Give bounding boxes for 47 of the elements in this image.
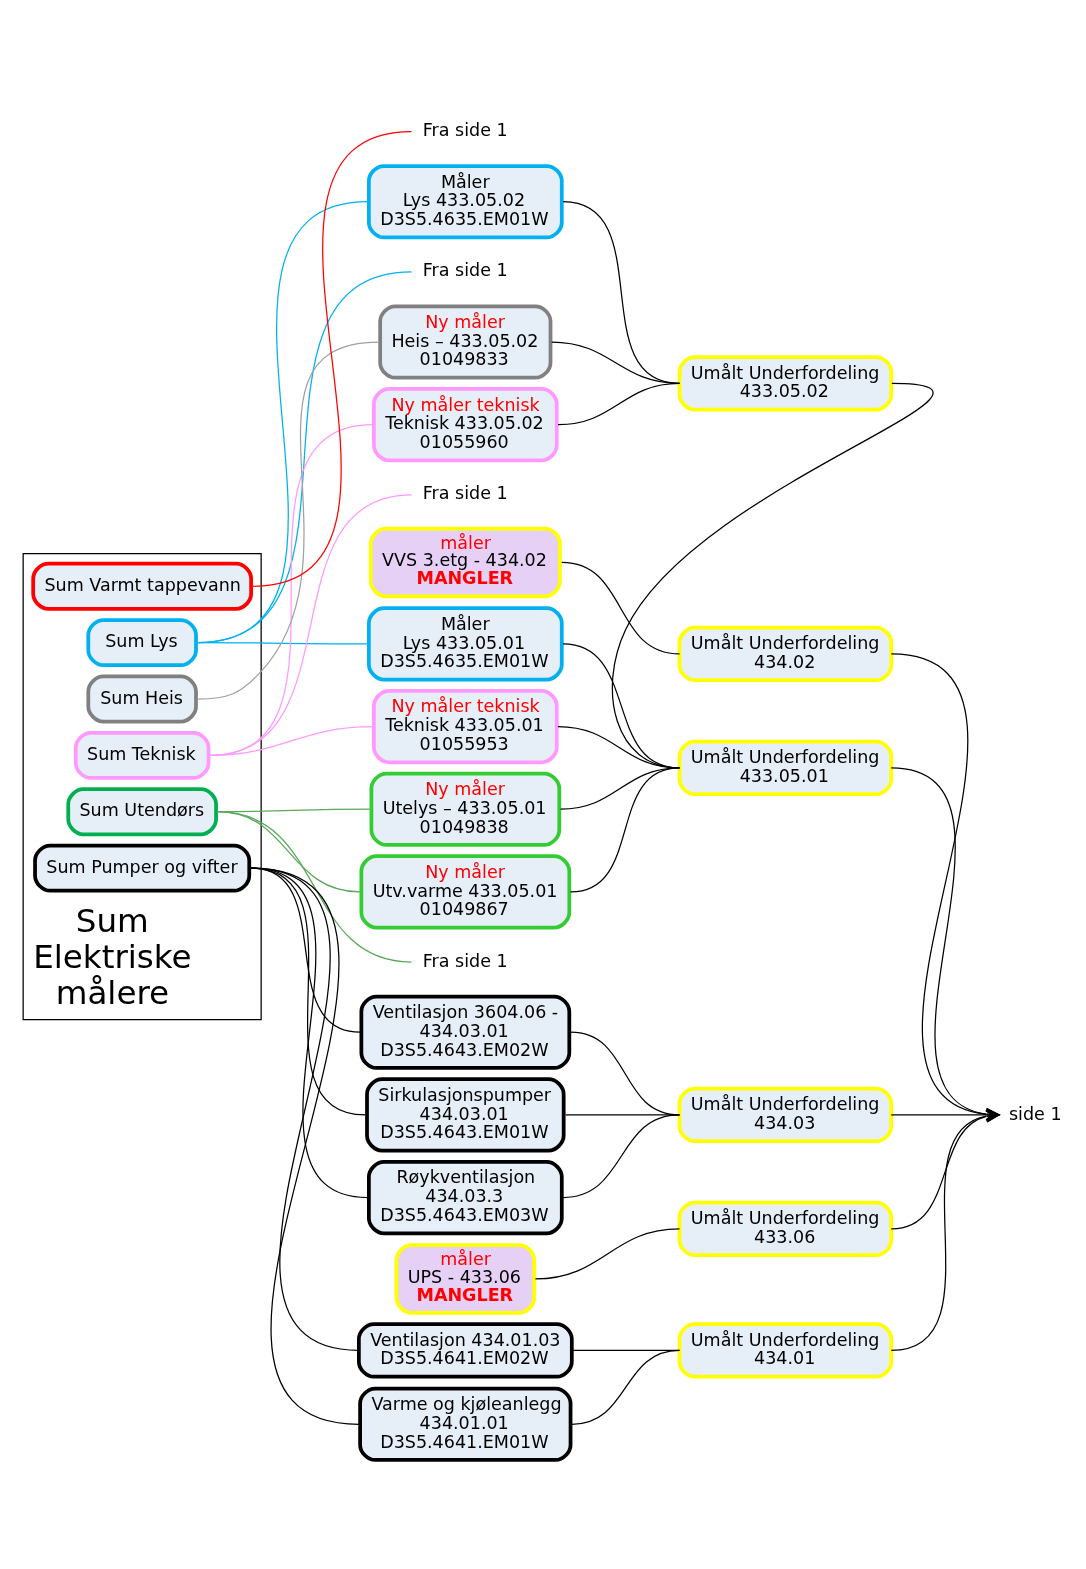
node-box: Ny måler teknisk Teknisk 433.05.01 01055953 — [372, 689, 559, 765]
node-text: Fra side 1 — [422, 950, 508, 971]
connector — [559, 767, 681, 810]
node-box: Måler Lys 433.05.01 D3S5.4635.EM01W — [367, 606, 564, 682]
node-box: Umålt Underfordeling 433.05.01 — [677, 739, 894, 797]
connector — [216, 811, 413, 963]
node-box: Ventilasjon 434.01.03 D3S5.4641.EM02W — [357, 1322, 574, 1379]
node-text: side 1 — [1008, 1103, 1062, 1124]
connector — [251, 130, 413, 587]
connector — [571, 1349, 681, 1425]
node-box: Ny måler Heis – 433.05.02 01049833 — [378, 304, 553, 380]
node-text: Fra side 1 — [422, 483, 508, 504]
node-box: Sum Teknisk — [73, 730, 211, 780]
node-text: Fra side 1 — [422, 260, 508, 281]
node-box: Røykventilasjon 434.03.3 D3S5.4643.EM03W — [367, 1159, 564, 1236]
connector — [196, 201, 369, 644]
connector — [196, 341, 380, 700]
connector — [216, 811, 361, 893]
connector — [611, 382, 934, 769]
node-box: Ventilasjon 3604.06 - 434.03.01 D3S5.4643.EM02W — [359, 994, 572, 1070]
node-box: måler VVS 3.etg - 434.02 MANGLER — [368, 526, 562, 599]
node-box: Ny måler Utelys – 433.05.01 01049838 — [369, 771, 562, 847]
node-box: Sum Varmt tappevann — [31, 561, 253, 611]
connector — [562, 1114, 681, 1199]
node-box: Umålt Underfordeling 434.02 — [677, 625, 894, 683]
node-box: Sum Utendørs — [66, 787, 218, 837]
node-box: Sum Pumper og vifter — [33, 843, 252, 893]
node-box: Ny måler teknisk Teknisk 433.05.02 01055960 — [372, 387, 559, 463]
node-box: Sum Lys — [86, 618, 198, 668]
connector — [250, 867, 369, 1199]
connector — [551, 341, 681, 384]
node-box: Varme og kjøleanlegg 434.01.01 D3S5.4641.EM01W — [358, 1386, 573, 1462]
node-text: Fra side 1 — [422, 120, 508, 141]
node-box: Sirkulasjonspumper 434.03.01 D3S5.4643.EM01W — [365, 1077, 566, 1153]
node-box: Måler Lys 433.05.02 D3S5.4635.EM01W — [367, 164, 564, 240]
node-box: Umålt Underfordeling 433.06 — [677, 1200, 894, 1258]
connector — [216, 808, 371, 813]
connector — [561, 561, 681, 655]
node-box: måler UPS - 433.06 MANGLER — [394, 1243, 537, 1315]
node-box: Sum Heis — [86, 674, 198, 724]
node-box: Umålt Underfordeling 433.05.02 — [677, 355, 894, 412]
connector — [534, 1228, 681, 1280]
node-box: Umålt Underfordeling 434.01 — [677, 1322, 894, 1379]
node-box: Ny måler Utv.varme 433.05.01 01049867 — [359, 854, 572, 930]
node-box: Umålt Underfordeling 434.03 — [677, 1086, 894, 1144]
connector — [209, 424, 374, 756]
connector — [571, 1349, 681, 1351]
